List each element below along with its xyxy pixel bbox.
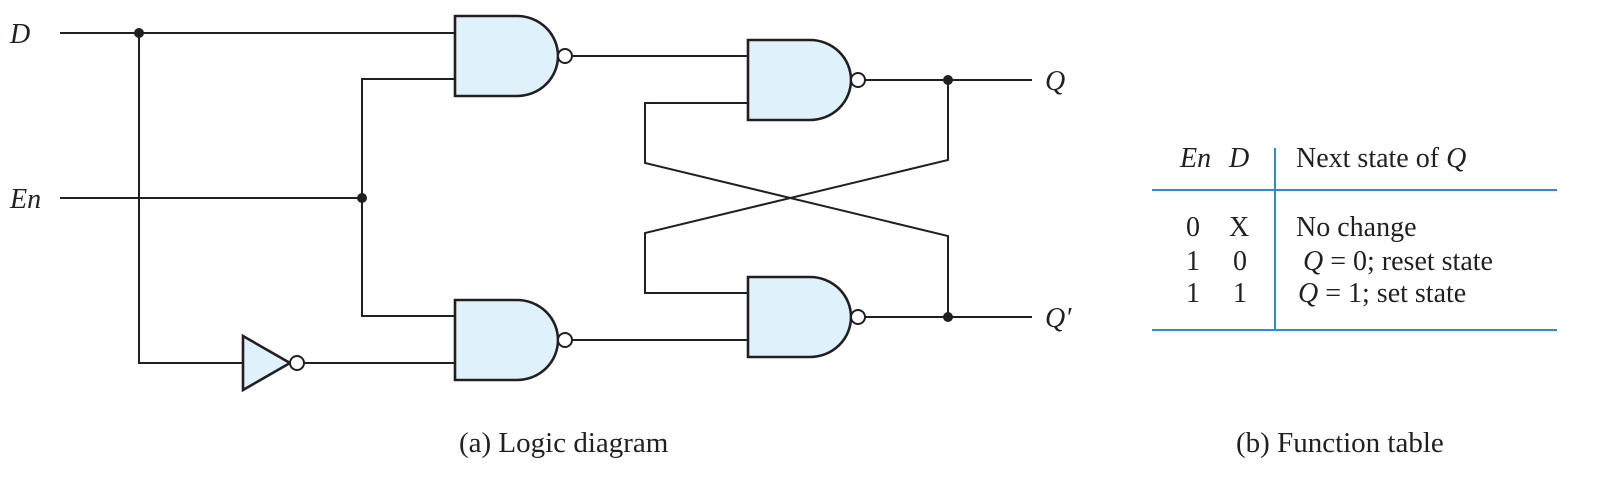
nand-gate-latch-top [746, 38, 866, 122]
junction-d [134, 28, 144, 38]
inverter-gate [241, 333, 305, 393]
table-header-en: En [1179, 143, 1211, 174]
junction-q [943, 75, 953, 85]
caption-logic-diagram: (a) Logic diagram [459, 427, 669, 459]
label-d: D [9, 19, 30, 50]
cell-next-state: Q = 1; set state [1298, 278, 1466, 309]
nand-gate-latch-bottom [746, 275, 866, 359]
table-row: 1 0 Q = 0; reset state [1186, 246, 1493, 277]
label-q-not: Q′ [1045, 303, 1072, 334]
cell-d: 1 [1233, 278, 1247, 309]
table-row: 0 X No change [1186, 212, 1417, 243]
wire-feedback-q [644, 80, 949, 294]
inversion-bubble [289, 355, 305, 371]
table-row: 1 1 Q = 1; set state [1186, 278, 1466, 309]
inversion-bubble [557, 48, 573, 64]
table-header-d: D [1228, 143, 1249, 174]
cell-en: 1 [1186, 246, 1200, 277]
cell-next-state: Q = 0; reset state [1303, 246, 1493, 277]
cell-en: 1 [1186, 278, 1200, 309]
nand-gate-top-input [453, 14, 573, 98]
nand-gate-bottom-input [453, 298, 573, 382]
wire-feedback-qnot [644, 102, 949, 317]
cell-d: X [1229, 212, 1249, 243]
table-header-next-state: Next state of Q [1296, 143, 1466, 174]
wire-d-to-inverter [138, 33, 243, 364]
label-q: Q [1045, 66, 1065, 97]
wire-en-top [361, 78, 455, 198]
junctions [134, 28, 953, 322]
caption-function-table: (b) Function table [1236, 427, 1444, 459]
cell-next-state: No change [1296, 212, 1417, 243]
function-table: En D Next state of Q 0 X No change 1 0 Q… [1152, 143, 1557, 331]
wires [60, 32, 1032, 364]
cell-en: 0 [1186, 212, 1200, 243]
wire-en-bottom [361, 198, 455, 317]
inversion-bubble [850, 309, 866, 325]
inversion-bubble [557, 332, 573, 348]
cell-d: 0 [1233, 246, 1247, 277]
junction-qnot [943, 312, 953, 322]
inversion-bubble [850, 72, 866, 88]
label-en: En [9, 184, 41, 215]
junction-en [357, 193, 367, 203]
